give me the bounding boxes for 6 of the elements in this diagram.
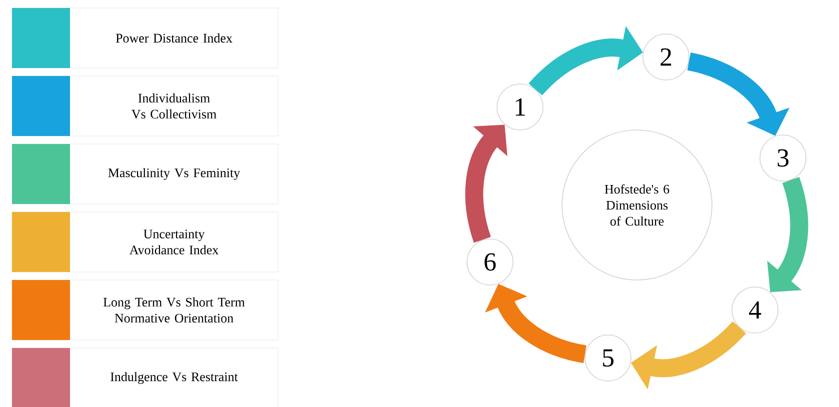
legend-item: Masculinity Vs Feminity [12, 144, 278, 204]
legend-item: Uncertainty Avoidance Index [12, 212, 278, 272]
legend-item: Long Term Vs Short Term Normative Orientation [12, 280, 278, 340]
legend-item: Individualism Vs Collectivism [12, 76, 278, 136]
legend-item: Power Distance Index [12, 8, 278, 68]
legend-item: Indulgence Vs Restraint [12, 348, 278, 407]
